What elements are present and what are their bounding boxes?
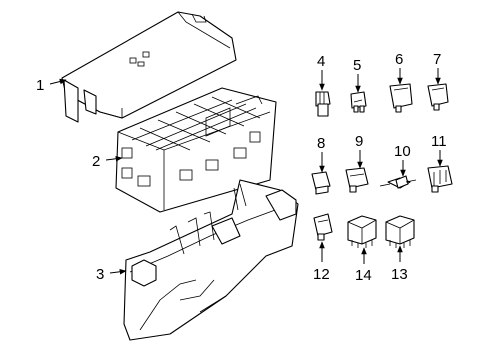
fuse-7	[427, 83, 449, 111]
fuse-11	[427, 165, 453, 193]
callout-14: 14	[355, 267, 372, 284]
fuse-6	[389, 83, 413, 113]
leader-1	[49, 78, 67, 85]
callout-3: 3	[96, 266, 104, 283]
leader-lines	[49, 68, 443, 275]
fuse-4	[315, 91, 331, 117]
fuse-10	[379, 175, 417, 189]
callout-1: 1	[36, 77, 44, 94]
callout-6: 6	[395, 51, 403, 68]
callout-labels: 1 2 3 4 5 6 7 8 9 10 11 12 13 14	[36, 51, 447, 284]
callout-5: 5	[353, 57, 361, 74]
fuse-8	[311, 171, 331, 195]
relay-13	[385, 215, 415, 248]
fuse-9	[345, 167, 369, 193]
leader-3	[109, 269, 127, 275]
fuse-box-upper-housing	[115, 87, 277, 213]
fuse-5	[350, 91, 367, 113]
callout-9: 9	[355, 133, 363, 150]
fuse-box-cover	[61, 11, 237, 123]
callout-4: 4	[317, 53, 325, 70]
leader-2	[105, 156, 123, 162]
fuse-12	[313, 213, 333, 241]
relay-14	[347, 215, 377, 248]
callout-11: 11	[431, 133, 447, 150]
callout-12: 12	[313, 266, 330, 283]
callout-8: 8	[317, 135, 325, 152]
fuse-box-lower-bracket	[123, 179, 299, 341]
callout-2: 2	[92, 153, 100, 170]
callout-10: 10	[394, 143, 411, 160]
callout-7: 7	[433, 51, 441, 68]
callout-13: 13	[391, 266, 408, 283]
